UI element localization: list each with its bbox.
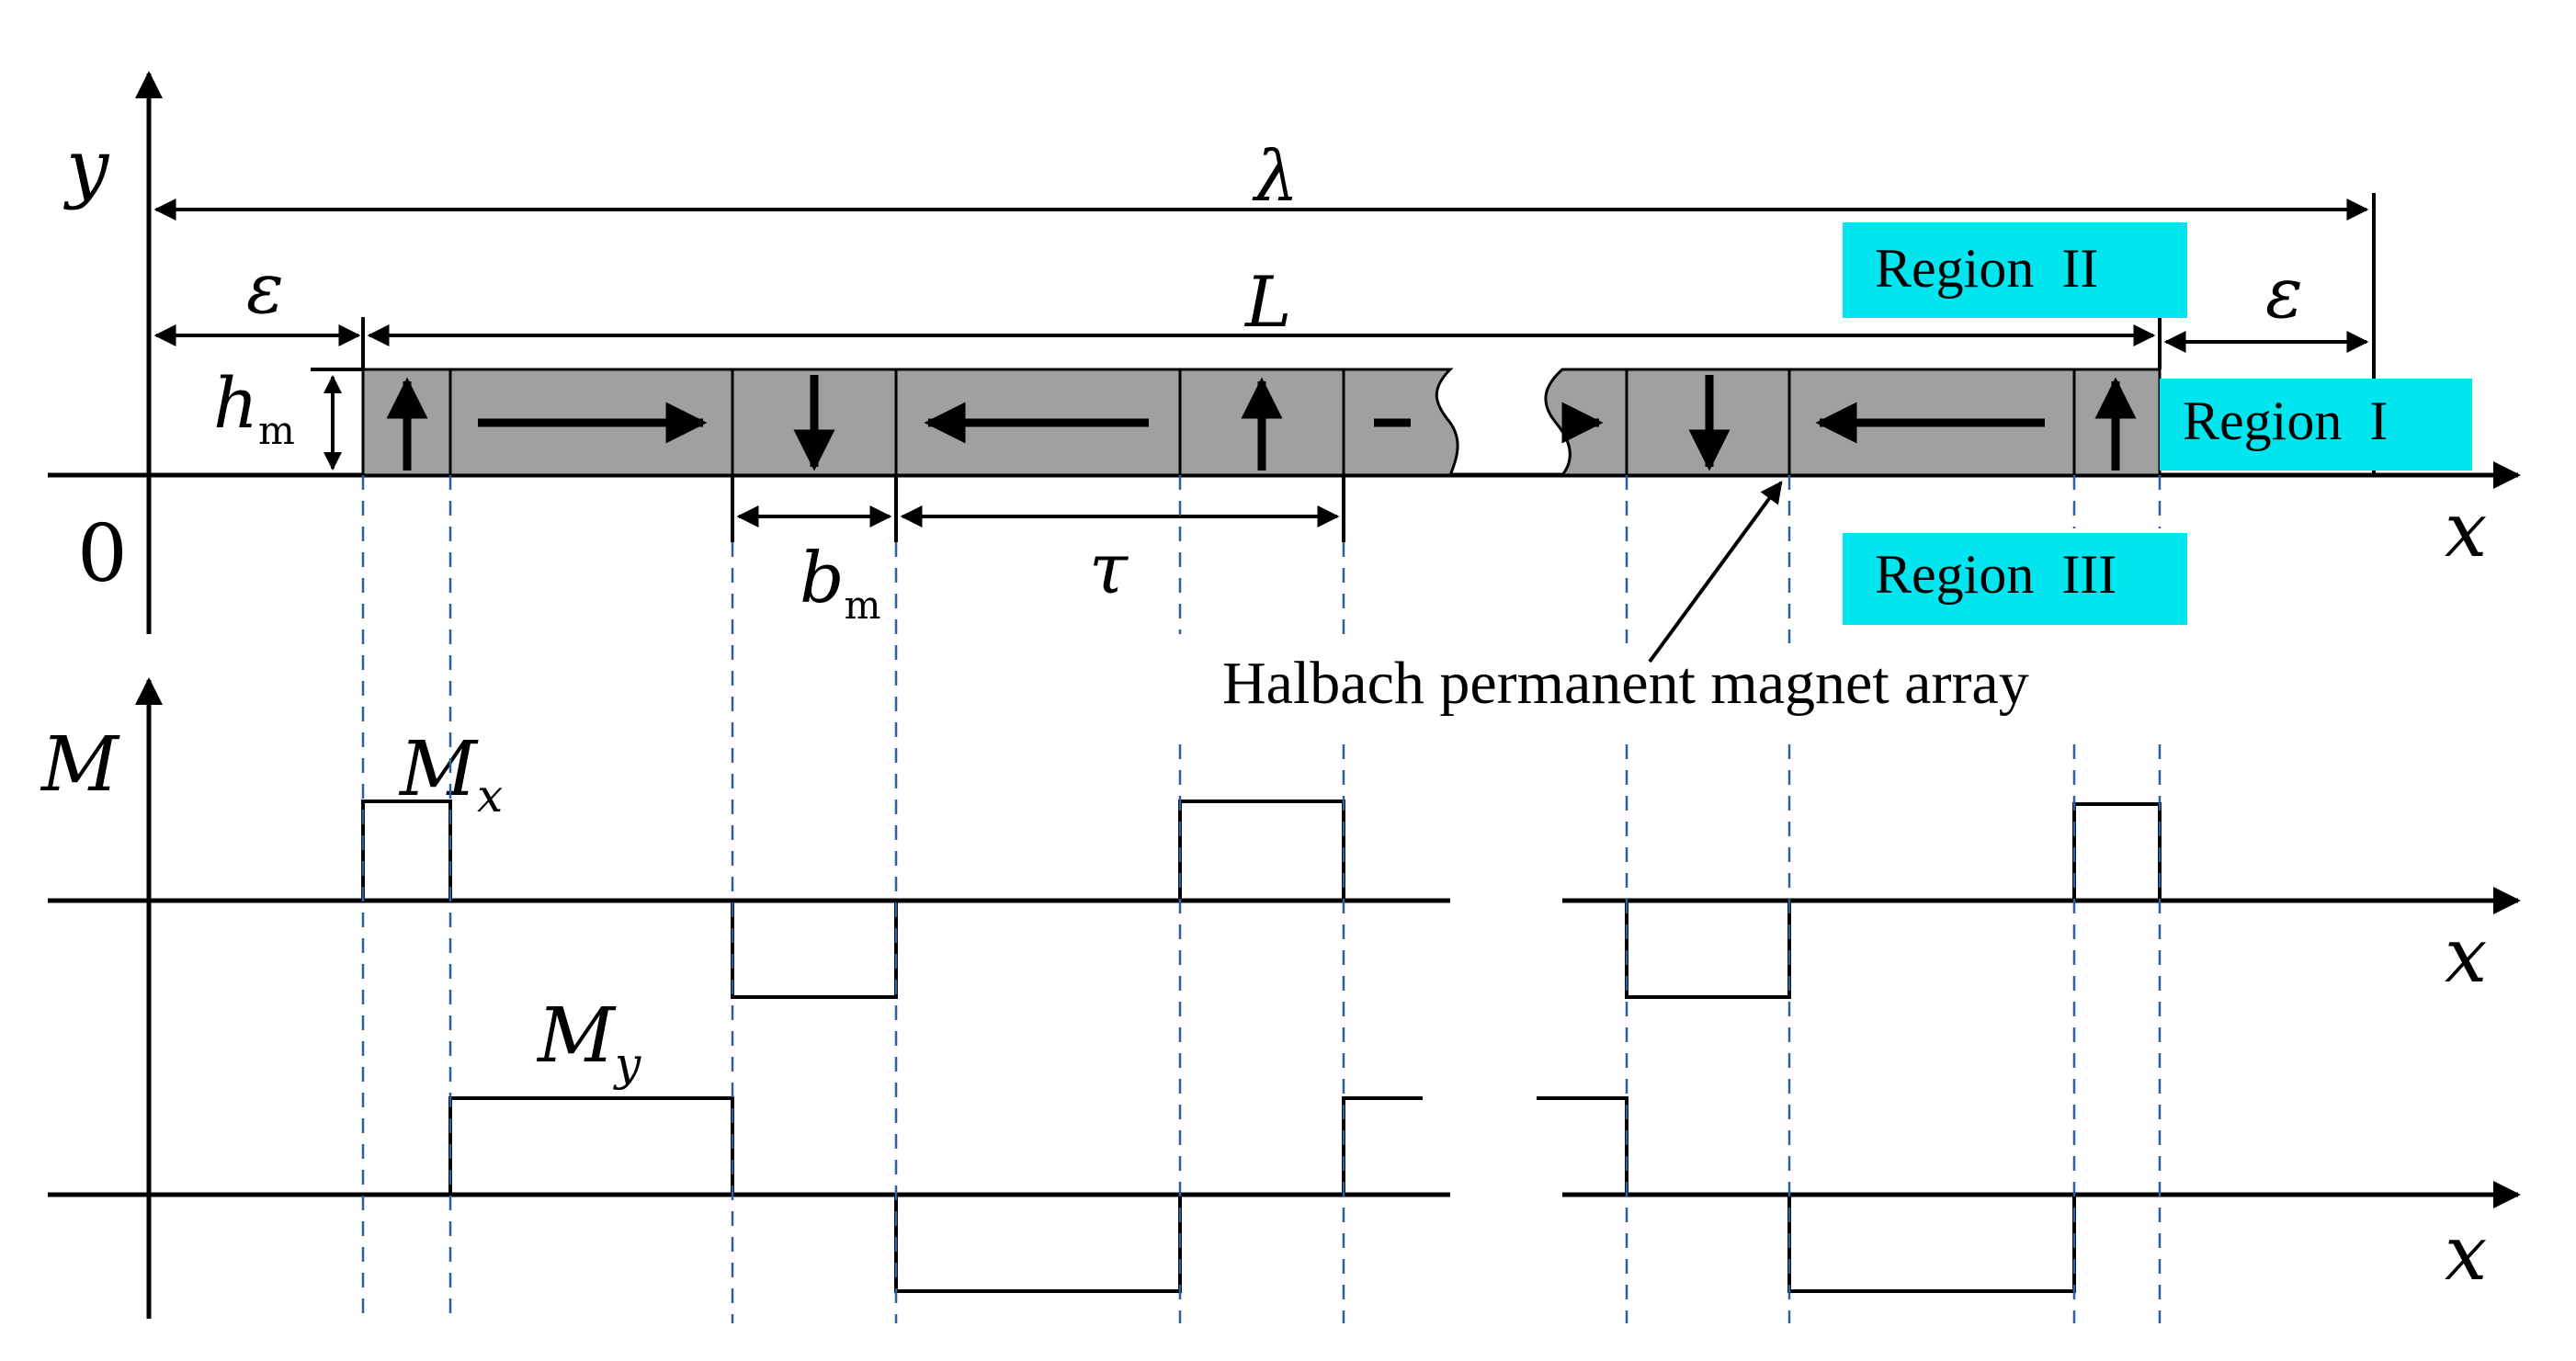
x-axis-label-my: x	[2445, 1210, 2487, 1298]
region-3-box	[1843, 533, 2187, 625]
x-axis-label-mx: x	[2445, 913, 2487, 1000]
Mx-label: Mx	[398, 726, 503, 822]
L-label: L	[1243, 261, 1291, 343]
tau-label: τ	[1089, 527, 1129, 609]
y-axis-label: y	[62, 124, 110, 211]
region-2-box	[1843, 222, 2187, 318]
lambda-label: λ	[1252, 135, 1299, 217]
annotation-leader	[1648, 481, 1783, 663]
M-axis-label: M	[40, 721, 120, 809]
magnetization-arrows	[386, 375, 2137, 471]
region-1-box	[2160, 379, 2472, 471]
region-3-label: Region III	[1875, 544, 2116, 605]
epsilon-left-label: ε	[246, 247, 284, 329]
guide-lines	[361, 475, 2162, 1323]
hm-label: hm	[213, 362, 295, 453]
origin-label: 0	[77, 508, 128, 600]
x-axis-label-top: x	[2445, 487, 2487, 574]
region-2-label: Region II	[1875, 238, 2098, 299]
magnet-array-left	[361, 368, 1459, 477]
bm-label: bm	[800, 537, 880, 628]
halbach-annotation: Halbach permanent magnet array	[1222, 650, 2029, 717]
region-1-label: Region I	[2183, 391, 2388, 451]
epsilon-right-label: ε	[2265, 252, 2303, 334]
My-label: My	[536, 992, 641, 1091]
magnet-dividers	[448, 369, 2076, 475]
